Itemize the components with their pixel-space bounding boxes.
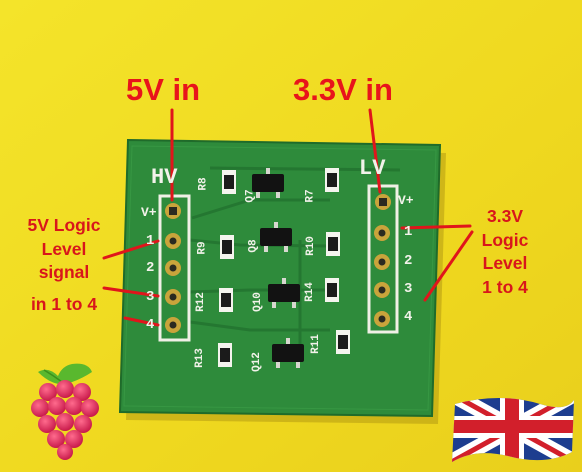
hv-label: HV bbox=[151, 165, 178, 190]
right-caption-line-4: 1 to 4 bbox=[482, 276, 528, 297]
silk-r12: R12 bbox=[194, 292, 207, 312]
left-caption-line-2: Level bbox=[41, 238, 87, 259]
hv-vplus-label: V+ bbox=[141, 205, 157, 220]
left-caption: 5V Logic Level signal in 1 to 4 bbox=[12, 215, 116, 314]
silk-q12: Q12 bbox=[250, 352, 263, 372]
raspberry-pi-logo-icon bbox=[31, 363, 99, 460]
silk-r14: R14 bbox=[303, 282, 316, 302]
hv-pin-4-label: 4 bbox=[146, 317, 155, 333]
hv-pin-3-label: 3 bbox=[146, 289, 155, 305]
smd-resistors bbox=[218, 168, 350, 367]
label-3v3-in: 3.3V in bbox=[293, 72, 393, 107]
right-caption-line-2: Logic bbox=[481, 229, 529, 250]
right-caption-line-3: Level bbox=[482, 253, 528, 274]
label-5v-in: 5V in bbox=[126, 72, 201, 107]
lv-header-pins bbox=[374, 194, 391, 327]
lv-pin-3-label: 3 bbox=[404, 281, 413, 297]
lv-pin-1-label: 1 bbox=[404, 224, 413, 240]
silk-q10: Q10 bbox=[251, 292, 264, 312]
lv-pin-2-label: 2 bbox=[404, 253, 413, 269]
lv-pin-4-label: 4 bbox=[404, 309, 413, 325]
silk-r7: R7 bbox=[304, 189, 317, 203]
left-caption-line-3: signal bbox=[38, 262, 90, 283]
right-caption-line-1: 3.3V bbox=[487, 206, 523, 226]
hv-pin-2-label: 2 bbox=[146, 260, 155, 276]
hv-header-outline bbox=[158, 194, 191, 342]
lv-vplus-label: V+ bbox=[398, 193, 414, 208]
hv-pin-1-label: 1 bbox=[146, 233, 155, 249]
left-caption-line-1: 5V Logic bbox=[27, 215, 101, 235]
silk-r13: R13 bbox=[193, 348, 206, 368]
silk-r11: R11 bbox=[309, 334, 322, 354]
silk-r9: R9 bbox=[196, 241, 209, 255]
hv-header-pins bbox=[165, 203, 181, 333]
silk-q8: Q8 bbox=[247, 239, 260, 253]
lv-header-outline bbox=[367, 184, 399, 334]
lv-label: LV bbox=[359, 156, 386, 181]
silk-r8: R8 bbox=[197, 177, 210, 191]
annotation-arrows bbox=[102, 108, 474, 327]
silk-q7: Q7 bbox=[244, 189, 257, 203]
silk-r10: R10 bbox=[304, 236, 317, 256]
left-caption-line-4: in 1 to 4 bbox=[30, 293, 98, 314]
pcb-board bbox=[118, 138, 442, 418]
smd-transistors bbox=[252, 168, 304, 368]
right-caption: 3.3V Logic Level 1 to 4 bbox=[460, 206, 550, 297]
